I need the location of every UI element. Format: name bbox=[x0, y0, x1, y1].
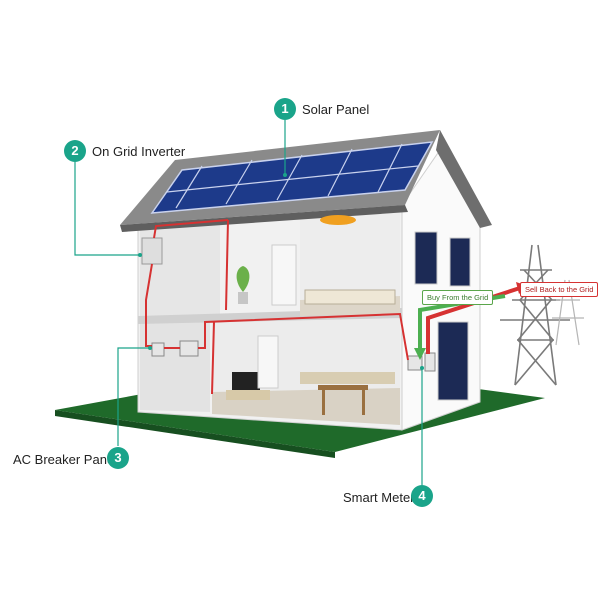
ceiling-lamp bbox=[320, 215, 356, 225]
upstairs-door bbox=[271, 244, 297, 306]
tv bbox=[232, 372, 260, 390]
label-solar-panel: Solar Panel bbox=[302, 102, 370, 117]
dc-wire bbox=[145, 219, 229, 330]
smart-meter-unit-2 bbox=[424, 352, 436, 372]
bed bbox=[304, 289, 396, 305]
label-on-grid-inverter: On Grid Inverter bbox=[92, 144, 186, 159]
roof-edge bbox=[120, 205, 408, 232]
badge-on-grid-inverter: 2 bbox=[64, 140, 86, 162]
label-ac-breaker-panel: AC Breaker Panel bbox=[13, 452, 118, 467]
ac-breaker-box-2 bbox=[179, 340, 199, 357]
side-door bbox=[437, 321, 469, 401]
plant-pot bbox=[238, 292, 248, 304]
roof-side bbox=[436, 130, 492, 228]
leader-dots bbox=[138, 173, 424, 370]
badge-smart-meter: 4 bbox=[411, 485, 433, 507]
plant bbox=[236, 266, 250, 292]
power-tower bbox=[500, 244, 570, 386]
tv-cabinet bbox=[226, 390, 270, 400]
smart-meter-unit bbox=[407, 355, 423, 371]
flow-label-buy: Buy From the Grid bbox=[422, 290, 494, 305]
ac-wire bbox=[145, 312, 409, 395]
leader-lines bbox=[74, 120, 423, 485]
dining-table bbox=[318, 385, 368, 390]
downstairs-room-left bbox=[140, 318, 210, 412]
downstairs-door bbox=[257, 335, 279, 389]
side-window-upper-2 bbox=[449, 237, 471, 287]
badge-solar-panel: 1 bbox=[274, 98, 296, 120]
label-smart-meter: Smart Meter bbox=[343, 490, 415, 505]
badge-ac-breaker-panel: 3 bbox=[107, 447, 129, 469]
side-window-upper bbox=[414, 231, 438, 285]
kitchen-counter bbox=[300, 372, 395, 384]
ac-breaker-box bbox=[151, 342, 165, 357]
lawn-edge bbox=[55, 410, 335, 458]
flow-label-sell: Sell Back to the Grid bbox=[520, 282, 599, 297]
solar-panel-array bbox=[150, 141, 434, 214]
inverter-unit bbox=[141, 237, 163, 265]
